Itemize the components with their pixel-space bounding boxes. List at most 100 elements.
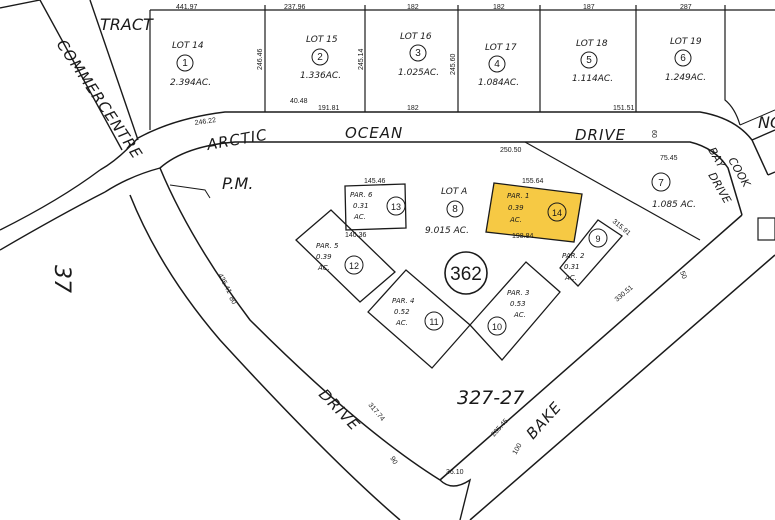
bake-south-edge [469,254,775,520]
par1-circle [547,202,567,222]
west-road-south [0,191,106,251]
junction-arc-2 [104,167,161,193]
dimension: 237.96 [284,4,306,11]
par3-number: 10 [492,322,502,332]
lot-15: LOT 15 2 1.336AC. [300,35,341,81]
block-circle [444,251,488,295]
dimension: 36.10 [446,469,464,476]
dimension: 287 [680,4,692,11]
commercentre-right-line [89,0,139,141]
par-4: PAR. 4 0.52 AC. 11 [392,297,444,331]
street-drive-bottom: DRIVE [315,385,363,434]
par5-label: PAR. 5 [316,242,339,250]
par6-boundary [344,183,407,231]
lot-number: 2 [317,52,323,63]
lot-number: 1 [182,58,188,69]
dimension: 317.74 [366,402,385,423]
street-bake: BAKE [523,398,566,443]
par5-boundary [295,209,396,303]
dimension: 315.91 [611,218,632,237]
bottom-corner [439,478,472,520]
dimension: 246.46 [257,48,264,70]
parcel-block-marker: 362 [444,251,488,295]
lot-19: LOT 19 6 1.249AC. [665,37,706,83]
pm-label: P.M. [222,174,253,193]
lot-number-circle [674,49,692,67]
lot-label: LOT 15 [306,35,338,45]
par-6: PAR. 6 0.31 AC. 13 [350,191,406,221]
cook-bay-edge-1 [751,129,775,141]
dimension: 75.45 [660,155,678,162]
dimension: 191.81 [318,105,340,112]
lot-number-circle [409,44,427,62]
lot-area: 1.084AC. [478,78,519,88]
lot-number-circle [311,48,329,66]
dimension: 330.51 [614,284,635,303]
lot-18: LOT 18 5 1.114AC. [572,39,613,84]
lot-area: 1.025AC. [398,68,439,78]
par3-unit: AC. [513,311,526,319]
dimension: 441.97 [176,4,198,11]
tract-label: TRACT [100,15,154,34]
lot-17: LOT 17 4 1.084AC. [478,43,519,88]
dimension: 145.46 [364,178,386,185]
dimension: 40.48 [290,98,308,105]
par5-number: 12 [349,261,359,271]
page-number: 327-27 [457,387,524,409]
par5-unit: AC. [317,264,330,272]
dimension: 100 [512,442,524,456]
par2-circle [588,228,608,248]
arctic-ocean-north-edge [137,111,769,176]
par2-label: PAR. 2 [562,252,585,260]
lot-label: LOT 17 [485,43,517,53]
right-edge-box [757,217,775,241]
lot-a-area: 9.015 AC. [425,226,469,236]
par-5: PAR. 5 0.39 AC. 12 [316,242,364,275]
lot-7: 7 1.085 AC. [651,172,696,210]
par4-unit: AC. [395,319,408,327]
par-3: PAR. 3 0.53 AC. 10 [487,289,529,336]
west-road-north [0,169,101,231]
par2-area: 0.31 [564,263,580,271]
dimension: 245.60 [450,53,457,75]
dimension: 80 [227,296,237,306]
par-2: PAR. 2 0.31 AC. 9 [562,228,608,282]
par2-boundary [559,219,623,287]
parcel-block-number: 362 [450,264,482,285]
par6-unit: AC. [353,213,366,221]
cook-bay-edge-2 [767,171,775,176]
street-drive-top: DRIVE [575,126,626,144]
par2-number: 9 [595,234,600,244]
lot19-east [724,5,741,126]
par6-circle [386,196,406,216]
tract-lot-lines [149,5,775,130]
par4-area: 0.52 [394,308,410,316]
lower-drive-east-edge [159,167,441,481]
bake-north-edge [439,214,743,481]
lot-number-circle [488,55,506,73]
street-bay: BAY [705,145,728,171]
right-lot-line [739,109,775,126]
dimension: 50 [678,270,687,280]
lot-label: LOT 19 [670,37,702,47]
par1-unit: AC. [509,216,522,224]
lot-a-label: LOT A [441,187,467,197]
street-partial-top-right: NO [758,113,775,132]
street-ocean: OCEAN [345,124,403,142]
lower-drive-west-edge [129,194,401,520]
dimension: 250.50 [500,147,522,154]
par5-circle [344,255,364,275]
dimension: 182 [407,105,419,112]
lot-16: LOT 16 3 1.025AC. [398,32,439,78]
lot7-circle [651,172,671,192]
dimension: 90 [388,456,398,466]
lot-area: 1.249AC. [665,73,706,83]
street-arctic: ARCTIC [205,126,269,155]
left-notch [169,184,211,199]
dimension: 60 [650,130,657,138]
par3-label: PAR. 3 [507,289,529,297]
tract-edge-line [0,0,41,9]
arctic-ocean-south-edge [159,141,743,216]
